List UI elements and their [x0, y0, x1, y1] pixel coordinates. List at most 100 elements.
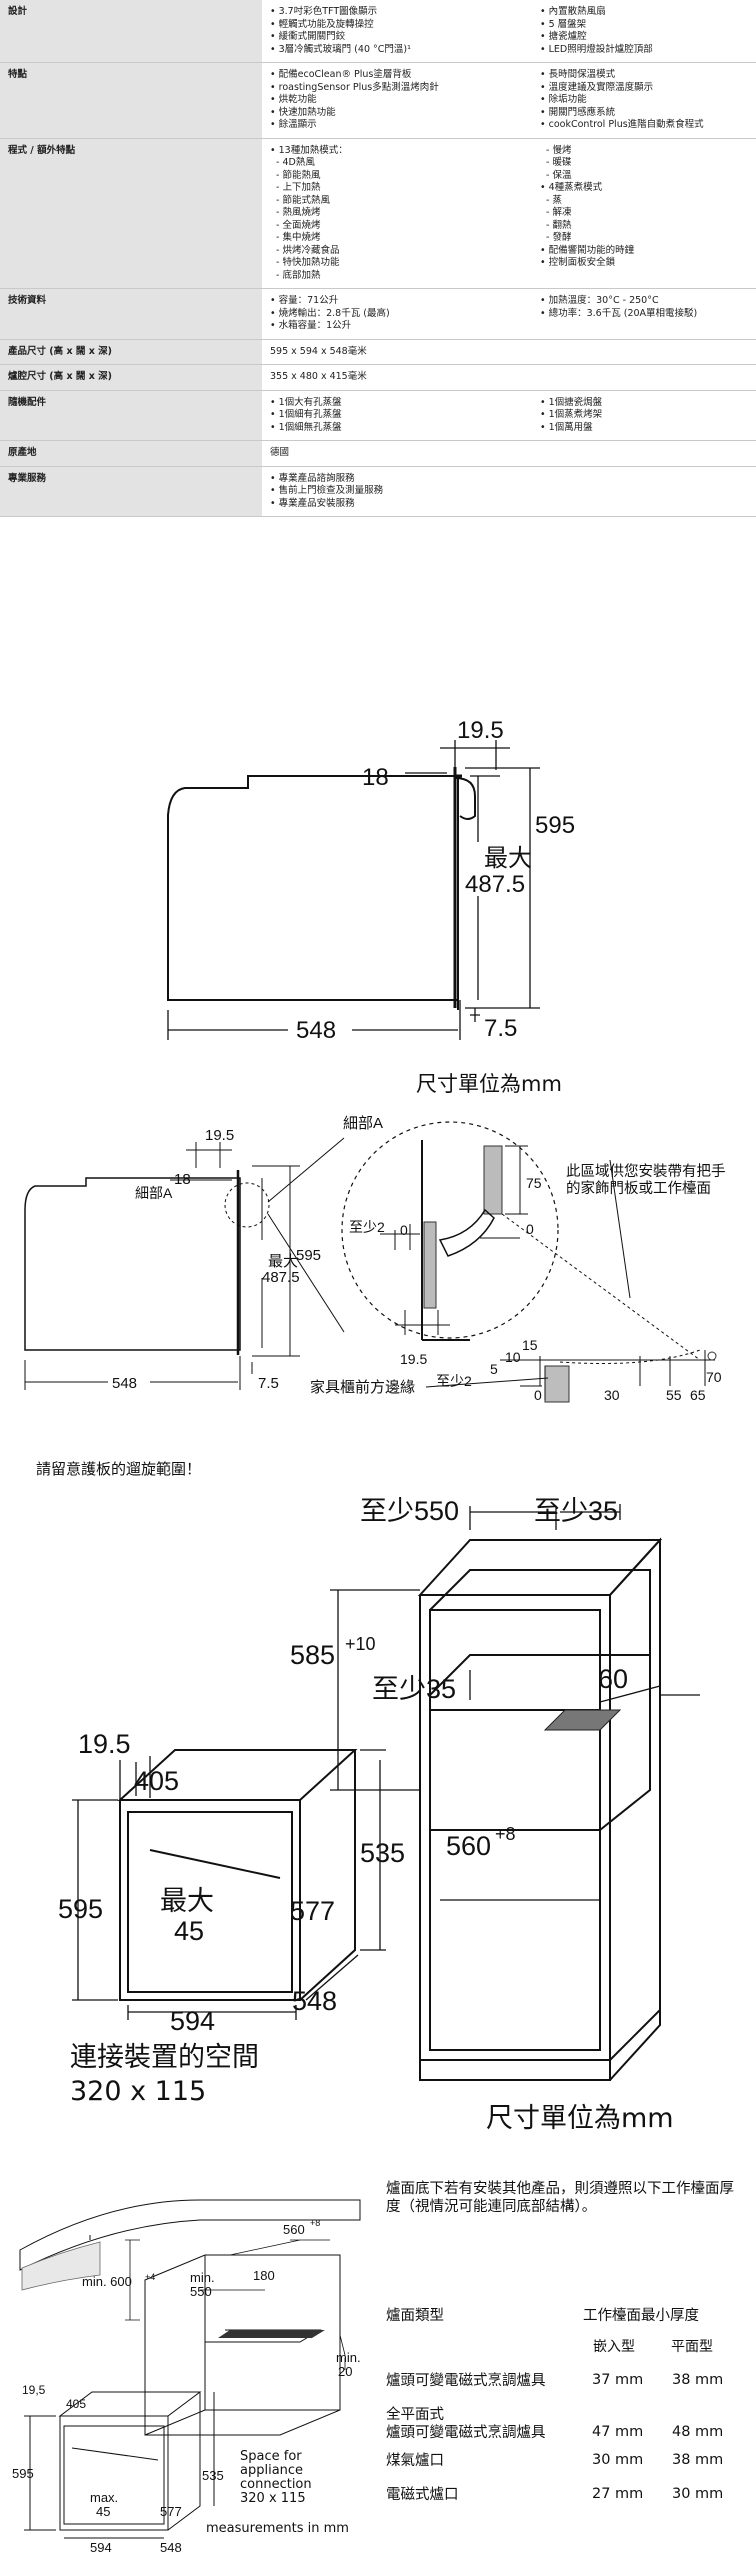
oven-dim-max: 最大 — [160, 1886, 214, 1916]
spec-item: - 暖碟 — [540, 157, 572, 168]
spec-item: - 節能熱風 — [270, 169, 321, 181]
spec-item: • 烘乾功能 — [270, 94, 317, 105]
wt-dim-560-tol: +8 — [310, 2218, 320, 2228]
spec-values: - 慢烤 - 暖碟 - 保溫• 4種蒸煮模式 - 蒸 - 解凍 - 翻熱 - 發… — [532, 138, 756, 289]
wt-dim-535: 535 — [202, 2468, 224, 2483]
detail-a-title: 細部A — [343, 1115, 383, 1132]
spec-item: • 1個搪瓷焗盤 — [540, 396, 603, 408]
dim-label-19-5: 19.5 — [457, 717, 504, 744]
worktop-intro: 爐面底下若有安裝其他產品，則須遵照以下工作檯面厚度（視情況可能連同底部結構）。 — [386, 2181, 734, 2215]
detail-dim-0a: 0 — [526, 1221, 534, 1237]
spec-row: 隨機配件• 1個大有孔蒸盤• 1個細有孔蒸盤• 1個細無孔蒸盤• 1個搪瓷焗盤•… — [0, 390, 756, 441]
spec-label: 隨機配件 — [0, 390, 262, 441]
cab-dim-min550: 至少550 — [360, 1496, 459, 1526]
door-handle-side — [454, 777, 476, 820]
flush-thickness: 47 mm — [592, 2424, 644, 2440]
note-leader — [609, 1159, 631, 1299]
oven-outline-small — [24, 1177, 241, 1351]
oven-dim-594: 594 — [170, 2006, 215, 2036]
oven-dim-595: 595 — [58, 1894, 103, 1924]
flush-thickness: 30 mm — [592, 2452, 644, 2468]
spec-table: 設計• 3.7吋彩色TFT圖像顯示• 輕觸式功能及旋轉操控• 緩衝式開關門鉸• … — [0, 0, 756, 517]
spec-label: 特點 — [0, 62, 262, 138]
spec-item: - 4D熱風 — [270, 157, 315, 168]
wt-space-line-3: connection — [240, 2477, 312, 2492]
detail-dim-0b: 0 — [400, 1222, 408, 1238]
spec-values — [532, 441, 756, 467]
dim-label-595: 595 — [535, 812, 575, 839]
small-dim-487-5: 487.5 — [262, 1269, 300, 1286]
spec-item: • 4種蒸煮模式 — [540, 182, 603, 193]
spec-item: • 配備ecoClean® Plus塗層背板 — [270, 69, 412, 80]
oven-dim-45: 45 — [174, 1916, 204, 1946]
wt-measurements-caption: measurements in mm — [206, 2521, 349, 2536]
unit-caption-1: 尺寸單位為mm — [416, 1072, 562, 1096]
oven-dim-535: 535 — [360, 1838, 405, 1868]
spec-label: 爐腔尺寸 (高 x 闊 x 深) — [0, 364, 262, 390]
dim-label-7-5: 7.5 — [484, 1015, 517, 1042]
wt-dim-19-5: 19,5 — [22, 2383, 46, 2397]
dim-487-5 — [470, 775, 500, 1000]
spec-values: • 加熱溫度：30°C - 250°C• 總功率：3.6千瓦 (20A單相電接駁… — [532, 289, 756, 340]
wt-dim-550: 550 — [190, 2284, 212, 2299]
flat-thickness: 38 mm — [672, 2452, 724, 2468]
worktop-install-drawing: 560 +8 180 min. 600 +4 min. 550 19,5 405… — [12, 2199, 361, 2555]
spec-item: • 內置散熱風扇 — [540, 6, 606, 17]
spec-values: • 專業產品諮詢服務• 售前上門檢查及測量服務• 專業產品安裝服務 — [262, 466, 532, 517]
arc-15: 15 — [522, 1337, 538, 1353]
connection-space-label: 連接裝置的空間 — [70, 2042, 259, 2073]
spec-item: - 全面燒烤 — [270, 219, 321, 231]
cab-dim-min35-mid: 至少35 — [372, 1674, 456, 1704]
detail-dim-19-5: 19.5 — [400, 1351, 427, 1367]
dim-19-5 — [440, 740, 510, 770]
spec-item: • 除垢功能 — [540, 94, 587, 105]
spec-item: - 解凍 — [540, 207, 572, 218]
wt-dim-min-a: min. — [190, 2270, 215, 2285]
spec-row: 產品尺寸 (高 x 闊 x 深)595 x 594 x 548毫米 — [0, 339, 756, 365]
flat-thickness: 48 mm — [672, 2424, 724, 2440]
spec-row: 技術資料• 容量：71公升• 燒烤輸出：2.8千瓦 (最高)• 水箱容量：1公升… — [0, 288, 756, 340]
oven-dim-548: 548 — [292, 1986, 337, 2016]
detail-a-circle-small — [224, 1182, 270, 1228]
spec-item: - 烘烤冷藏食品 — [270, 244, 340, 256]
wt-space-line-2: appliance — [240, 2463, 304, 2478]
small-dim-18: 18 — [174, 1171, 191, 1188]
cabinet-install-drawing: 至少550 至少35 585 +10 至少35 60 560 +8 19.5 4… — [58, 1496, 700, 2081]
install-note: 此區域供您安裝帶有把手的家飾門板或工作檯面 — [566, 1164, 726, 1197]
spec-item: 355 x 480 x 415毫米 — [270, 371, 367, 382]
wt-dim-560: 560 — [283, 2222, 305, 2237]
cabinet-outline-small — [144, 2254, 341, 2436]
dim-595 — [465, 767, 540, 1009]
cabinet-outline — [417, 1537, 663, 2081]
arc-10: 10 — [505, 1349, 521, 1365]
hob-type-name: 電磁式爐口 — [386, 2487, 459, 2503]
spec-item: • 快速加熱功能 — [270, 106, 336, 118]
oven-dim-19-5: 19.5 — [78, 1729, 131, 1759]
spec-item: • roastingSensor Plus多點測溫烤肉針 — [270, 81, 439, 93]
spec-values: • 長時間保溫模式• 溫度建議及實際溫度顯示• 除垢功能• 開關門感應系統• c… — [532, 63, 756, 139]
arc-65: 65 — [690, 1387, 706, 1403]
spec-item: 德國 — [270, 447, 290, 458]
spec-item: • 搪瓷爐腔 — [540, 31, 587, 42]
spec-item: - 慢烤 — [540, 144, 572, 156]
spec-item: • 水箱容量：1公升 — [270, 320, 352, 331]
detail-a-label-small: 細部A — [135, 1185, 173, 1201]
spec-item: • 燒烤輸出：2.8千瓦 (最高) — [270, 307, 390, 319]
spec-item: • 1個細無孔蒸盤 — [270, 421, 342, 433]
spec-item: • 1個細有孔蒸盤 — [270, 409, 342, 420]
spec-item: - 蒸 — [540, 194, 562, 206]
arc-30: 30 — [604, 1387, 620, 1403]
col-min-thickness: 工作檯面最小厚度 — [583, 2308, 699, 2324]
spec-values: 355 x 480 x 415毫米 — [262, 365, 532, 391]
swing-warning: 請留意護板的遛旋範圍！ — [36, 1460, 202, 1478]
spec-values: • 內置散熱風扇• 5 層盤架• 搪瓷爐腔• LED照明燈設計爐腔頂部 — [532, 0, 756, 63]
detail-dim-75: 75 — [526, 1175, 542, 1191]
dim-label-18: 18 — [362, 764, 389, 791]
small-dim-595: 595 — [296, 1247, 321, 1264]
dim-label-548: 548 — [296, 1017, 336, 1044]
small-dim-max: 最大 — [268, 1253, 298, 1270]
spec-values — [532, 466, 756, 517]
spec-item: • cookControl Plus進階自動煮食程式 — [540, 119, 704, 130]
small-dim-7-5: 7.5 — [258, 1375, 279, 1392]
wt-space-line-4: 320 x 115 — [240, 2491, 306, 2506]
